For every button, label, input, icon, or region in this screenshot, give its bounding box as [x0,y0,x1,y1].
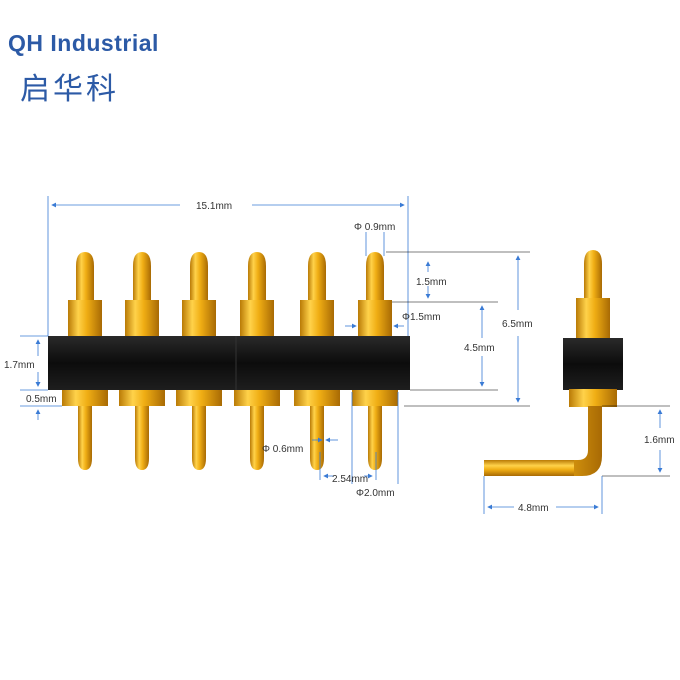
pin [119,252,165,470]
insulator-body [48,336,410,390]
pin [352,252,398,470]
dimension-labels: 15.1mm Φ 0.9mm 1.5mm Φ1.5mm 6.5mm 4.5mm … [4,201,675,514]
dim-tip-height: 1.5mm [416,277,447,288]
dim-body-height: 4.5mm [464,343,495,354]
pin [234,252,280,470]
dim-pitch: 2.54mm [332,474,368,485]
brand-logo-text: QH Industrial [8,30,159,56]
dim-total-height: 6.5mm [502,319,533,330]
dimension-lines [20,196,670,514]
brand-chinese-name: 启华科 [20,72,119,107]
dim-bend-height: 1.6mm [644,435,675,446]
dim-length-total: 15.1mm [196,201,232,212]
pin [294,252,340,470]
pin [176,252,222,470]
dim-shoulder-diameter: Φ2.0mm [356,488,395,499]
dim-barrel-diameter: Φ1.5mm [402,312,441,323]
side-view [484,250,623,476]
dim-tip-diameter: Φ 0.9mm [354,222,395,233]
dim-tail-diameter: Φ 0.6mm [262,444,303,455]
dim-standoff: 0.5mm [26,394,57,405]
pin [62,252,108,470]
pin-row-front-view [48,252,410,470]
side-insulator [563,338,623,390]
dim-bend-length: 4.8mm [518,503,549,514]
dim-insulator-height: 1.7mm [4,360,35,371]
